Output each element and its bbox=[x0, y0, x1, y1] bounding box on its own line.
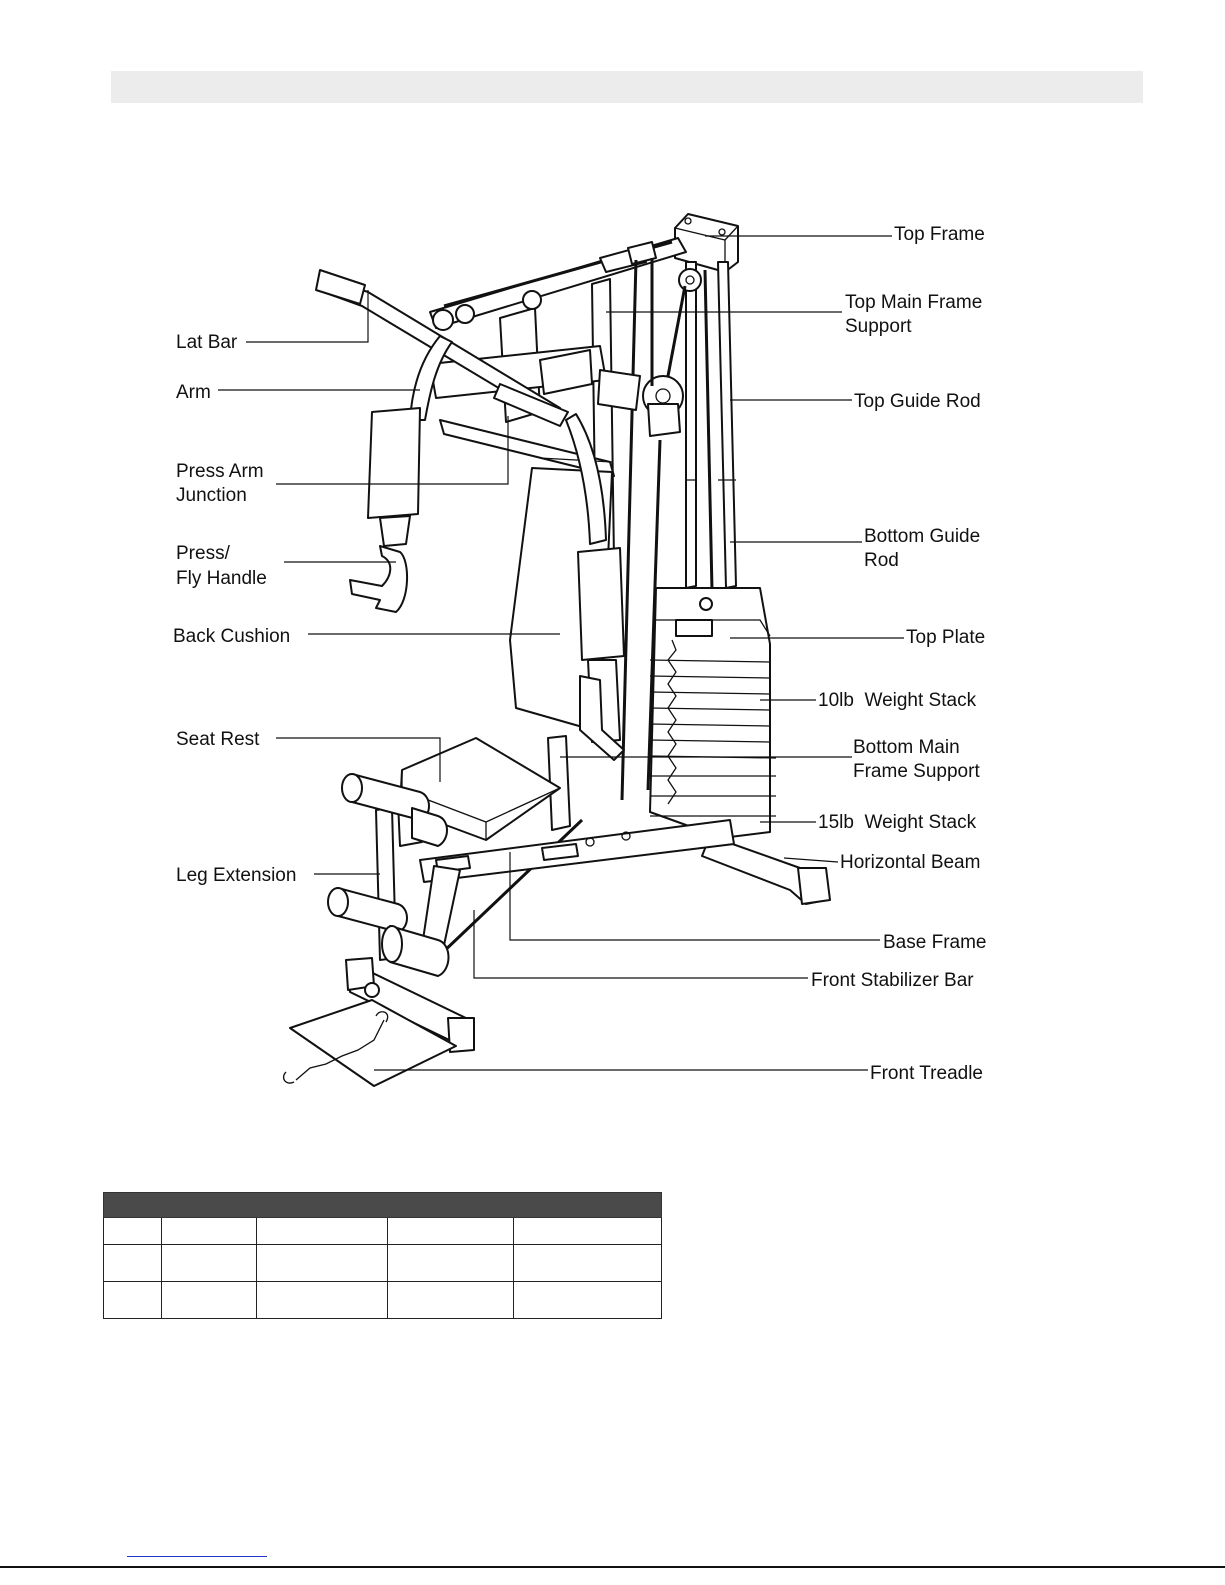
label-seat-rest: Seat Rest bbox=[176, 729, 260, 750]
label-top-main-frame-support-2: Support bbox=[845, 316, 912, 337]
label-arm: Arm bbox=[176, 382, 211, 403]
label-bottom-guide-rod-1: Bottom Guide bbox=[864, 526, 980, 547]
label-bottom-guide-rod-2: Rod bbox=[864, 550, 899, 571]
label-front-treadle: Front Treadle bbox=[870, 1063, 983, 1084]
label-top-guide-rod: Top Guide Rod bbox=[854, 391, 981, 412]
table-cell bbox=[103, 1244, 162, 1282]
table-header-bar bbox=[102, 1192, 663, 1218]
table-cell bbox=[161, 1217, 257, 1245]
table-cell bbox=[387, 1244, 514, 1282]
label-leg-extension: Leg Extension bbox=[176, 865, 296, 886]
label-lat-bar: Lat Bar bbox=[176, 332, 238, 353]
label-bottom-main-frame-support-1: Bottom Main bbox=[853, 737, 960, 758]
footer-rule bbox=[0, 1566, 1225, 1568]
label-press-fly-handle-1: Press/ bbox=[176, 543, 231, 564]
table-cell bbox=[387, 1217, 514, 1245]
page-header-bar bbox=[111, 71, 1143, 103]
machine-illustration bbox=[282, 213, 831, 1087]
label-top-plate: Top Plate bbox=[906, 627, 985, 648]
label-15lb-weight-stack: 15lb Weight Stack bbox=[818, 812, 977, 833]
footer-link-underline[interactable] bbox=[127, 1556, 267, 1557]
table-cell bbox=[387, 1281, 514, 1319]
label-front-stabilizer-bar: Front Stabilizer Bar bbox=[811, 970, 974, 991]
table-cell bbox=[103, 1217, 162, 1245]
table-cell bbox=[161, 1281, 257, 1319]
leader-lines bbox=[218, 235, 904, 1071]
label-10lb-weight-stack: 10lb Weight Stack bbox=[818, 690, 977, 711]
label-top-frame: Top Frame bbox=[894, 224, 985, 245]
table-cell bbox=[512, 1281, 663, 1319]
label-press-arm-junction-2: Junction bbox=[176, 485, 247, 506]
table-cell bbox=[103, 1281, 162, 1319]
label-top-main-frame-support-1: Top Main Frame bbox=[845, 292, 982, 313]
label-bottom-main-frame-support-2: Frame Support bbox=[853, 761, 980, 782]
table-cell bbox=[161, 1244, 257, 1282]
table-cell bbox=[256, 1281, 388, 1319]
label-press-arm-junction-1: Press Arm bbox=[176, 461, 264, 482]
table-cell bbox=[256, 1217, 388, 1245]
table-row bbox=[103, 1217, 663, 1245]
label-horizontal-beam: Horizontal Beam bbox=[840, 852, 980, 873]
table-row bbox=[103, 1281, 663, 1319]
table-cell bbox=[512, 1217, 663, 1245]
callout-labels: Top Frame Top Main Frame Support Top Gui… bbox=[173, 224, 986, 1084]
table-cell bbox=[256, 1244, 388, 1282]
table-row bbox=[103, 1244, 663, 1282]
table-header-row bbox=[102, 1192, 663, 1218]
spec-table bbox=[102, 1192, 663, 1319]
table-cell bbox=[512, 1244, 663, 1282]
label-base-frame: Base Frame bbox=[883, 932, 986, 953]
label-press-fly-handle-2: Fly Handle bbox=[176, 568, 267, 589]
label-back-cushion: Back Cushion bbox=[173, 626, 290, 647]
